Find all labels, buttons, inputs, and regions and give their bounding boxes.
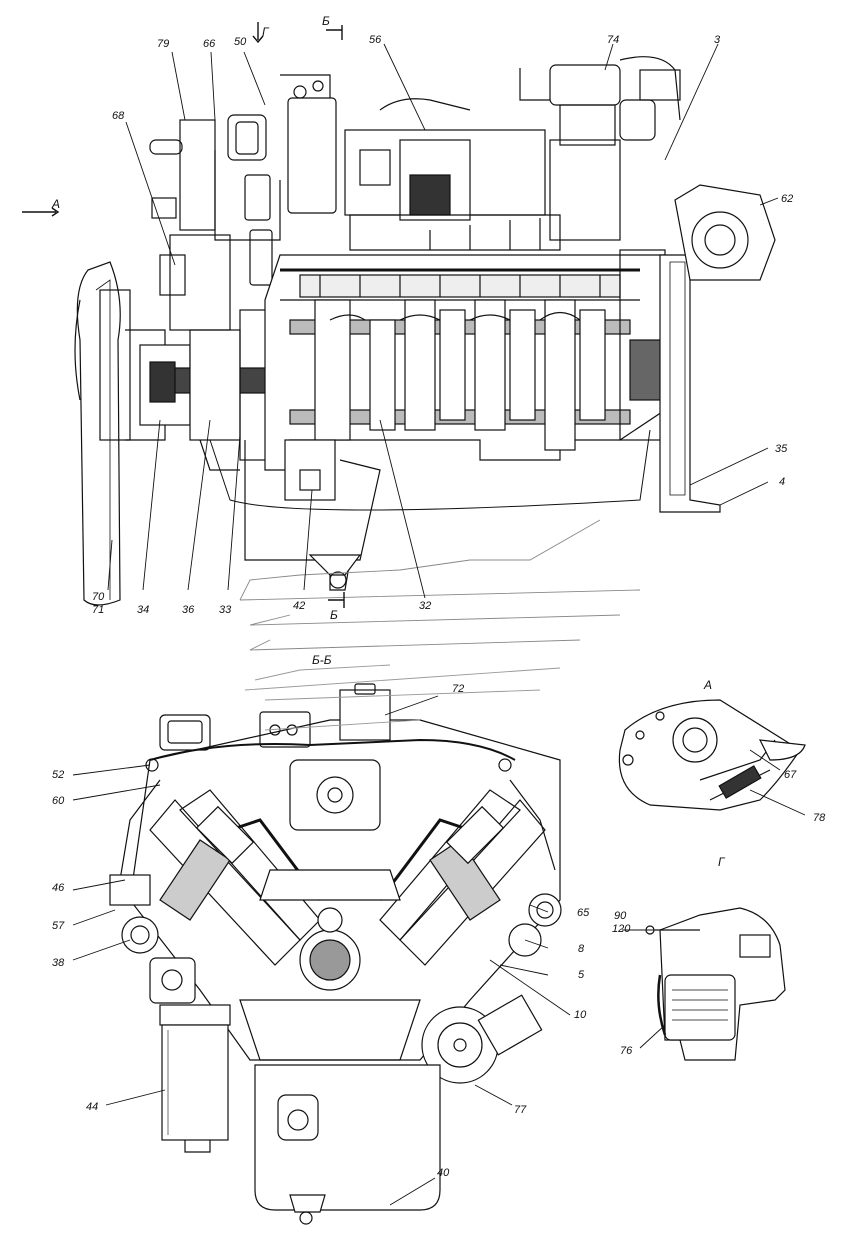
- oil-filter: [159, 1004, 231, 1153]
- callout-62: 62: [781, 193, 794, 205]
- callout-79: 79: [157, 38, 170, 50]
- air-compressor: [519, 56, 681, 241]
- centrifugal-filter: [287, 97, 337, 214]
- side-view-engine: [74, 56, 776, 651]
- callout-70: 70: [92, 591, 105, 603]
- callout-36: 36: [182, 604, 195, 616]
- callout-60: 60: [52, 795, 65, 807]
- callout-35: 35: [775, 443, 788, 455]
- section-bb-front-view: [109, 664, 562, 1225]
- callout-33: 33: [219, 604, 232, 616]
- callout-10: 10: [574, 1009, 587, 1021]
- fan: [74, 261, 166, 606]
- callout-50: 50: [234, 36, 247, 48]
- section-marker-b-top: Б: [322, 14, 330, 28]
- flywheel-housing: [659, 254, 721, 513]
- oil-pan: [254, 1064, 441, 1225]
- callout-76: 76: [620, 1045, 633, 1057]
- cylinder-banks: [149, 789, 546, 966]
- callout-5: 5: [578, 969, 585, 981]
- starter: [674, 184, 776, 281]
- callout-44: 44: [86, 1101, 99, 1113]
- callout-65: 65: [577, 907, 590, 919]
- callout-46: 46: [52, 882, 65, 894]
- callout-4: 4: [779, 476, 786, 488]
- section-marker-b-bottom: Б: [330, 608, 338, 622]
- front-cover: [149, 114, 281, 331]
- callout-71: 71: [92, 604, 105, 616]
- view-title-a: А: [704, 678, 713, 692]
- callout-57: 57: [52, 920, 65, 932]
- cylinder-block: [264, 249, 666, 471]
- section-title-bb: Б-Б: [312, 653, 332, 667]
- injection-pump-front: [159, 683, 391, 831]
- view-a-detail: [618, 699, 806, 811]
- callout-38: 38: [52, 957, 65, 969]
- injection-pump: [344, 98, 561, 251]
- callout-52: 52: [52, 769, 65, 781]
- view-marker-g-top: Г: [262, 25, 269, 39]
- section-markers: [22, 22, 345, 608]
- callout-34: 34: [137, 604, 150, 616]
- callout-56: 56: [369, 34, 382, 46]
- callout-120: 120: [612, 923, 631, 935]
- callout-32: 32: [419, 600, 432, 612]
- callout-74: 74: [607, 34, 620, 46]
- callout-77: 77: [514, 1104, 527, 1116]
- callout-72: 72: [452, 683, 465, 695]
- callout-67: 67: [784, 769, 797, 781]
- callout-78: 78: [813, 812, 826, 824]
- view-title-g: Г: [718, 855, 725, 869]
- view-g-detail: [645, 907, 786, 1061]
- callout-68: 68: [112, 110, 125, 122]
- view-marker-a-arrow: А: [52, 197, 61, 211]
- callout-90: 90: [614, 910, 627, 922]
- callout-3: 3: [714, 34, 721, 46]
- callout-8: 8: [578, 943, 585, 955]
- callout-42: 42: [293, 600, 306, 612]
- power-steering-pump: [421, 994, 543, 1084]
- callout-66: 66: [203, 38, 216, 50]
- callout-40: 40: [437, 1167, 450, 1179]
- leader-lines: [72, 43, 806, 1206]
